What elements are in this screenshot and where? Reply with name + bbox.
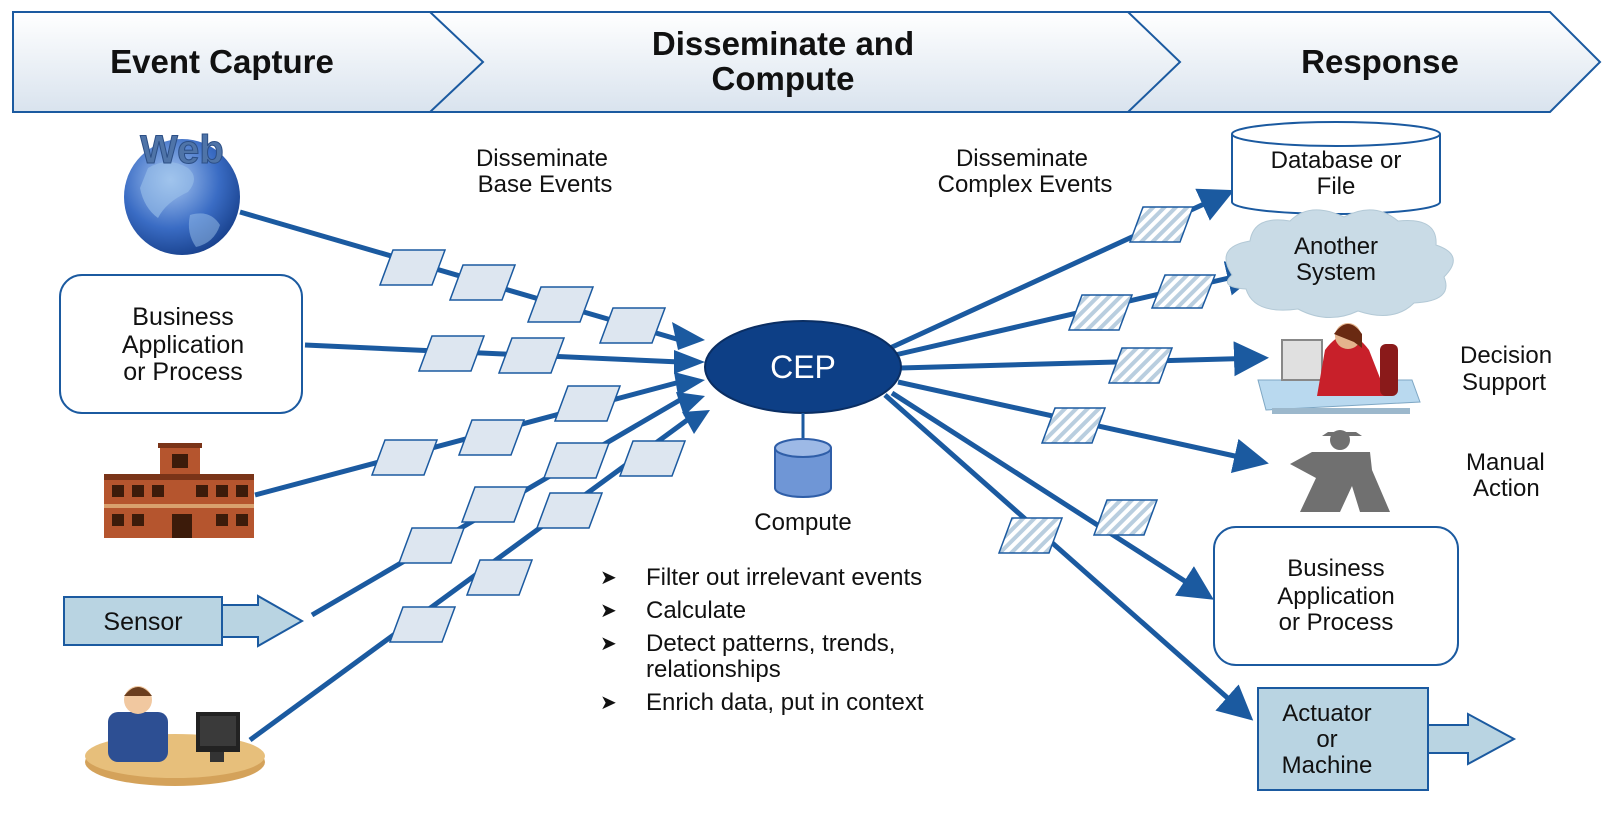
compute-step-text: Filter out irrelevant events bbox=[646, 564, 923, 591]
flow-operator-to-cep bbox=[248, 415, 692, 743]
manual-action-line2: Action bbox=[1473, 475, 1540, 502]
target-business-app-line3: or Process bbox=[1279, 609, 1394, 636]
target-actuator-line3: Machine bbox=[1282, 752, 1373, 779]
event-token bbox=[598, 307, 667, 344]
complex-event-token bbox=[1092, 499, 1159, 536]
complex-event-token bbox=[1150, 274, 1217, 309]
source-business-app-line2: Application bbox=[122, 331, 244, 359]
complex-event-token bbox=[1128, 206, 1195, 243]
target-another-system-line2: System bbox=[1296, 259, 1376, 286]
decision-support-line1: Decision bbox=[1460, 342, 1552, 369]
event-token bbox=[457, 419, 526, 456]
event-token bbox=[542, 442, 611, 479]
bullet-arrow-icon: ➤ bbox=[600, 600, 617, 622]
target-another-system: Another System bbox=[1225, 209, 1454, 319]
compute-step: ➤ Filter out irrelevant events bbox=[600, 565, 1040, 591]
target-database-line1: Database or bbox=[1271, 147, 1402, 174]
source-business-app-line3: or Process bbox=[123, 358, 242, 386]
compute-step-text: Calculate bbox=[646, 597, 747, 624]
event-token bbox=[526, 286, 595, 323]
building-icon bbox=[104, 443, 254, 538]
flow-cep-to-actuator bbox=[883, 393, 1254, 721]
operator-desk-icon bbox=[85, 686, 265, 786]
header-chevrons: Event Capture Disseminate and Compute Re… bbox=[12, 11, 1602, 113]
event-token bbox=[448, 264, 517, 301]
target-database: Database or File bbox=[1231, 121, 1441, 215]
decision-support-line2: Support bbox=[1462, 369, 1546, 396]
sensor-label: Sensor bbox=[103, 608, 182, 636]
chevron-response bbox=[1125, 11, 1602, 113]
cep-engine: CEP bbox=[704, 320, 902, 414]
event-token bbox=[553, 385, 622, 422]
bullet-arrow-icon: ➤ bbox=[600, 692, 617, 714]
target-another-system-line1: Another bbox=[1294, 233, 1378, 260]
web-label: Web bbox=[140, 128, 224, 172]
bullet-arrow-icon: ➤ bbox=[600, 567, 617, 589]
complex-event-token bbox=[1040, 407, 1107, 444]
stage-event-capture: Event Capture bbox=[110, 43, 334, 80]
target-business-app-line2: Application bbox=[1277, 583, 1394, 610]
stage-response: Response bbox=[1301, 43, 1459, 80]
event-token bbox=[397, 527, 466, 564]
stage-disseminate-line1: Disseminate and bbox=[652, 25, 914, 62]
flow-business-to-cep bbox=[304, 342, 681, 365]
decision-support-person-icon bbox=[1257, 323, 1421, 414]
complex-events bbox=[997, 206, 1217, 554]
event-token bbox=[460, 486, 529, 523]
target-database-line2: File bbox=[1317, 173, 1356, 200]
compute-database-icon bbox=[774, 438, 832, 498]
compute-steps-list: ➤ Filter out irrelevant events ➤ Calcula… bbox=[600, 565, 1040, 723]
event-token bbox=[388, 606, 457, 643]
target-actuator-line2: or bbox=[1316, 726, 1337, 753]
bullet-arrow-icon: ➤ bbox=[600, 633, 617, 655]
event-token bbox=[465, 559, 534, 596]
complex-events-label-1: Disseminate bbox=[956, 145, 1088, 172]
event-token bbox=[378, 249, 447, 286]
event-token bbox=[417, 335, 486, 372]
compute-step: ➤ Detect patterns, trends, relationships bbox=[600, 631, 1040, 683]
event-token bbox=[618, 440, 687, 477]
event-token bbox=[497, 337, 566, 374]
target-actuator: Actuator or Machine bbox=[1257, 687, 1517, 791]
compute-step-text: Detect patterns, trends, relationships bbox=[646, 630, 896, 683]
target-business-app-line1: Business bbox=[1287, 555, 1384, 582]
event-token bbox=[535, 492, 604, 529]
source-business-app: Business Application or Process bbox=[59, 274, 303, 414]
manual-action-line1: Manual bbox=[1466, 449, 1545, 476]
flow-cep-to-decision-support bbox=[899, 341, 1269, 377]
event-token bbox=[370, 439, 439, 476]
flow-cep-to-business-app bbox=[890, 390, 1214, 600]
manual-action-silhouette-icon bbox=[1290, 430, 1390, 512]
compute-step-text: Enrich data, put in context bbox=[646, 689, 924, 716]
source-business-app-line1: Business bbox=[132, 303, 233, 331]
compute-step: ➤ Calculate bbox=[600, 598, 1040, 624]
source-sensor: Sensor bbox=[63, 594, 305, 648]
complex-event-token bbox=[997, 517, 1064, 554]
target-business-app: Business Application or Process bbox=[1213, 526, 1459, 666]
compute-label: Compute bbox=[754, 509, 851, 536]
inbound-arrowheads bbox=[672, 322, 710, 434]
complex-event-token bbox=[1067, 294, 1134, 331]
target-actuator-line1: Actuator bbox=[1282, 700, 1371, 727]
base-events-label-2: Base Events bbox=[478, 171, 613, 198]
complex-event-token bbox=[1107, 347, 1174, 384]
web-globe-icon: Web bbox=[124, 128, 240, 255]
base-events bbox=[370, 249, 687, 643]
complex-events-label-2: Complex Events bbox=[938, 171, 1113, 198]
cep-label: CEP bbox=[770, 349, 836, 385]
compute-step: ➤ Enrich data, put in context bbox=[600, 690, 1040, 716]
base-events-label-1: Disseminate bbox=[476, 145, 608, 172]
stage-disseminate-line2: Compute bbox=[712, 60, 855, 97]
